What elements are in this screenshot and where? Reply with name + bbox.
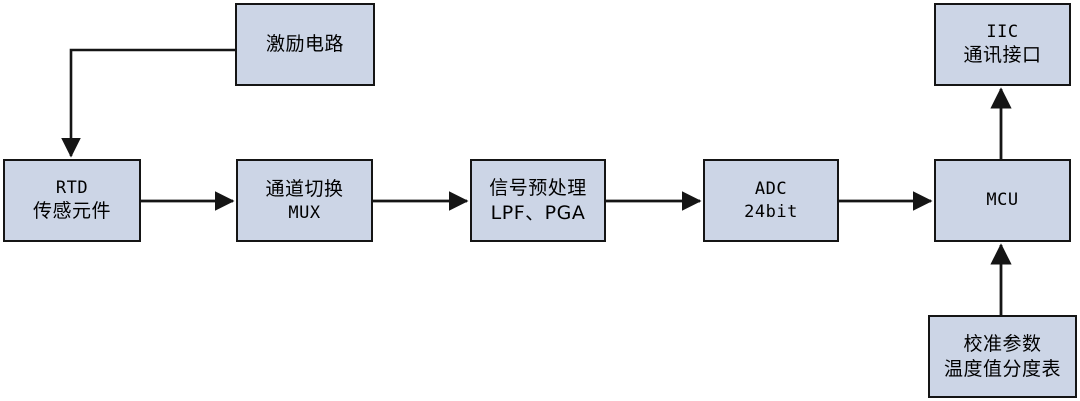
block-adc-line-1: ADC <box>754 179 788 200</box>
block-channel-mux[interactable]: 通道切换 MUX <box>236 159 373 242</box>
block-rtd-sensor-line-2: 传感元件 <box>32 200 111 223</box>
block-calibration-table-line-2: 温度值分度表 <box>943 357 1061 380</box>
block-channel-mux-line-2: MUX <box>288 202 321 223</box>
block-calibration-table[interactable]: 校准参数 温度值分度表 <box>928 315 1077 398</box>
block-iic-interface-line-2: 通讯接口 <box>963 44 1042 67</box>
block-excitation-circuit-line-1: 激励电路 <box>265 33 344 56</box>
block-mcu[interactable]: MCU <box>934 159 1071 242</box>
block-excitation-circuit[interactable]: 激励电路 <box>235 3 375 86</box>
block-mcu-line-1: MCU <box>986 190 1019 211</box>
block-rtd-sensor-line-1: RTD <box>55 178 89 199</box>
block-adc[interactable]: ADC 24bit <box>703 159 839 242</box>
block-iic-interface-line-1: IIC <box>986 22 1019 43</box>
block-channel-mux-line-1: 通道切换 <box>265 178 344 201</box>
block-signal-preprocessing-line-1: 信号预处理 <box>489 176 587 199</box>
block-iic-interface[interactable]: IIC 通讯接口 <box>934 3 1071 86</box>
block-adc-line-2: 24bit <box>744 201 798 222</box>
block-rtd-sensor[interactable]: RTD 传感元件 <box>3 159 141 242</box>
block-signal-preprocessing[interactable]: 信号预处理 LPF、PGA <box>470 159 606 242</box>
block-calibration-table-line-1: 校准参数 <box>963 332 1042 355</box>
block-signal-preprocessing-line-2: LPF、PGA <box>490 201 586 224</box>
connector-excitation-to-rtd <box>61 48 235 158</box>
